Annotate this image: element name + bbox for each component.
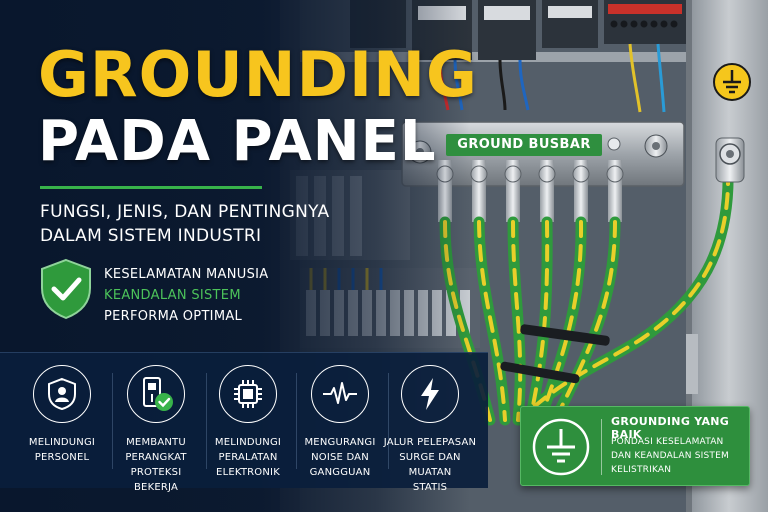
feature-label-line: NOISE DAN: [311, 452, 369, 463]
feature-label-line: JALUR PELEPASAN: [383, 437, 477, 448]
feature-label-line: ELEKTRONIK: [216, 467, 280, 478]
info-card-line: KELISTRIKAN: [611, 465, 672, 475]
feature-separator: [112, 373, 113, 469]
feature-label-line: PERANGKAT PROTEKSI: [125, 452, 187, 478]
title-line-2: PADA PANEL: [38, 109, 437, 174]
feature-separator: [388, 373, 389, 469]
feature-label-line: PERSONEL: [34, 452, 90, 463]
benefit-item: PERFORMA OPTIMAL: [104, 309, 243, 324]
info-card-line: PONDASI KESELAMATAN: [611, 437, 724, 447]
title-line-1: GROUNDING: [38, 38, 478, 111]
feature-label-line: MELINDUNGI: [214, 437, 282, 448]
ground-symbol-sticker-icon: [713, 63, 751, 101]
feature-icon-bar: MELINDUNGI PERSONEL MEMBANTU PERANGKAT P…: [0, 352, 488, 493]
ground-busbar-label: GROUND BUSBAR: [446, 134, 602, 156]
benefit-item: KESELAMATAN MANUSIA: [104, 267, 269, 282]
feature-protect-electronics: MELINDUNGI PERALATAN ELEKTRONIK: [198, 365, 298, 480]
feature-protection-devices: MEMBANTU PERANGKAT PROTEKSI BEKERJA: [106, 365, 206, 495]
feature-protect-personnel: MELINDUNGI PERSONEL: [12, 365, 112, 465]
waveform-icon: [323, 382, 357, 404]
feature-label-line: STATIS: [412, 482, 448, 493]
feature-label-line: MENGURANGI: [304, 437, 376, 448]
chip-icon: [234, 380, 262, 408]
user-shield-icon: [48, 377, 76, 411]
feature-reduce-noise: MENGURANGI NOISE DAN GANGGUAN: [290, 365, 390, 480]
lightning-icon: [421, 378, 439, 410]
feature-label-line: GANGGUAN: [309, 467, 371, 478]
breaker-check-icon: [143, 377, 173, 411]
shield-check-icon: [41, 258, 91, 320]
info-card-text: PONDASI KESELAMATAN DAN KEANDALAN SISTEM…: [611, 435, 749, 477]
info-card-divider: [601, 419, 602, 475]
info-card-title: GROUNDING YANG BAIK: [611, 415, 730, 441]
feature-surge-path: JALUR PELEPASAN SURGE DAN MUATAN STATIS: [380, 365, 480, 495]
feature-label-line: BEKERJA: [133, 482, 179, 493]
feature-separator: [296, 373, 297, 469]
subtitle-line-1: FUNGSI, JENIS, DAN PENTINGNYA: [40, 202, 330, 222]
info-card-line: DAN KEANDALAN SISTEM: [611, 451, 729, 461]
feature-separator: [206, 373, 207, 469]
subtitle-line-2: DALAM SISTEM INDUSTRI: [40, 226, 262, 246]
benefits-list: KESELAMATAN MANUSIA KEANDALAN SISTEM PER…: [104, 264, 304, 327]
feature-label-line: PERALATAN: [218, 452, 278, 463]
feature-label-line: MEMBANTU: [126, 437, 186, 448]
info-card-good-grounding: GROUNDING YANG BAIK PONDASI KESELAMATAN …: [520, 406, 750, 486]
feature-label-line: MELINDUNGI: [28, 437, 96, 448]
benefit-item: KEANDALAN SISTEM: [104, 288, 241, 303]
feature-label-line: SURGE DAN MUATAN: [399, 452, 461, 478]
subtitle: FUNGSI, JENIS, DAN PENTINGNYA DALAM SIST…: [40, 200, 360, 248]
title-underline: [40, 186, 262, 189]
ground-symbol-icon: [532, 418, 590, 476]
